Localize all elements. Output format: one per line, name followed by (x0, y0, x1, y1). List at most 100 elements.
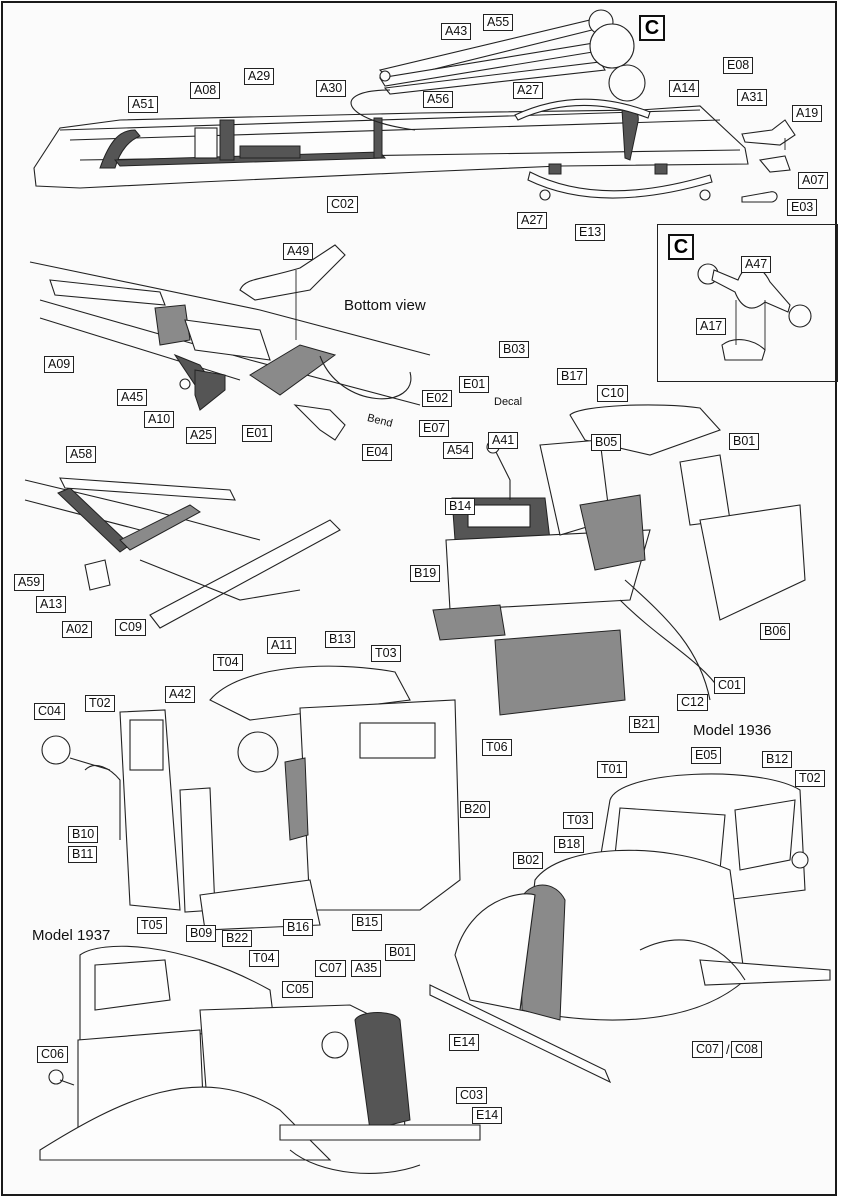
part-label-b15: B15 (352, 914, 383, 931)
part-label-a42: A42 (165, 686, 196, 703)
inset-c-panel (657, 224, 838, 382)
part-label-t03-1936: T03 (563, 812, 593, 829)
part-label-t03-cab: T03 (371, 645, 401, 662)
part-label-a27-lower: A27 (517, 212, 548, 229)
part-label-e08: E08 (723, 57, 754, 74)
part-label-t06: T06 (482, 739, 512, 756)
part-label-a27-upper: A27 (513, 82, 544, 99)
part-label-e04: E04 (362, 444, 393, 461)
part-label-b17: B17 (557, 368, 588, 385)
part-label-t02-cab: T02 (85, 695, 115, 712)
part-label-c05: C05 (282, 981, 313, 998)
part-label-e03: E03 (787, 199, 818, 216)
chassis-frame (33, 105, 749, 189)
leaf-springs (514, 98, 713, 201)
part-label-b16: B16 (283, 919, 314, 936)
part-label-c07-1937: C07 (315, 960, 346, 977)
part-label-b13: B13 (325, 631, 356, 648)
part-label-c03: C03 (456, 1087, 487, 1104)
part-label-a30: A30 (316, 80, 347, 97)
part-label-a45: A45 (117, 389, 148, 406)
part-label-b06: B06 (760, 623, 791, 640)
part-label-b02: B02 (513, 852, 544, 869)
part-label-c09: C09 (115, 619, 146, 636)
part-label-e01-bottom: E01 (242, 425, 273, 442)
part-label-e07: E07 (419, 420, 450, 437)
part-label-e01-right: E01 (459, 376, 490, 393)
part-label-b01-1937: B01 (385, 944, 416, 961)
part-label-e14-1937: E14 (472, 1107, 503, 1124)
part-label-a09: A09 (44, 356, 75, 373)
part-label-a29: A29 (244, 68, 275, 85)
part-label-b01-cab: B01 (729, 433, 760, 450)
inset-rear-axle (697, 263, 812, 361)
callout-c-marker: C (639, 15, 665, 41)
part-label-t05: T05 (137, 917, 167, 934)
part-label-e14-1936: E14 (449, 1034, 480, 1051)
part-label-b05: B05 (591, 434, 622, 451)
part-label-b12: B12 (762, 751, 793, 768)
part-label-e05: E05 (691, 747, 722, 764)
part-label-b09: B09 (186, 925, 217, 942)
inset-c-title: C (668, 234, 694, 260)
part-label-c07-1936: C07 (692, 1041, 723, 1058)
bottom-view-caption: Bottom view (344, 297, 426, 314)
rear-axle-arms (350, 9, 646, 131)
part-label-b11: B11 (68, 846, 98, 863)
part-label-a49: A49 (283, 243, 314, 260)
part-label-a54: A54 (443, 442, 474, 459)
part-label-c08: C08 (731, 1041, 762, 1058)
part-label-a19: A19 (792, 105, 823, 122)
part-label-c04: C04 (34, 703, 65, 720)
part-label-b19: B19 (410, 565, 441, 582)
cab-interior-parts (432, 404, 806, 716)
part-label-a08: A08 (190, 82, 221, 99)
part-label-a31: A31 (737, 89, 768, 106)
bottom-view-frame (29, 244, 431, 441)
part-label-a07: A07 (798, 172, 829, 189)
part-label-a41: A41 (488, 432, 519, 449)
part-label-b22: B22 (222, 930, 253, 947)
part-label-a59: A59 (14, 574, 45, 591)
model-1937-caption: Model 1937 (32, 927, 111, 944)
part-label-t02-1936: T02 (795, 770, 825, 787)
front-suspension (24, 477, 341, 629)
part-label-a58: A58 (66, 446, 97, 463)
model-1936-caption: Model 1936 (693, 722, 772, 739)
rear-crossmember-parts (741, 119, 796, 203)
part-label-b14: B14 (445, 498, 476, 515)
cab-doors-assembly (41, 665, 461, 931)
part-label-b20: B20 (460, 801, 491, 818)
part-label-e02: E02 (422, 390, 453, 407)
part-label-b10: B10 (68, 826, 99, 843)
model-1937-truck (39, 945, 481, 1174)
part-label-a13: A13 (36, 596, 67, 613)
part-label-a02: A02 (62, 621, 93, 638)
model-1936-truck (429, 773, 831, 1084)
part-label-t04-1937: T04 (249, 950, 279, 967)
part-label-a10: A10 (144, 411, 175, 428)
part-label-b18: B18 (554, 836, 585, 853)
part-label-a17: A17 (696, 318, 727, 335)
part-label-c12: C12 (677, 694, 708, 711)
part-label-a55: A55 (483, 14, 514, 31)
part-label-a47: A47 (741, 256, 772, 273)
part-label-a25: A25 (186, 427, 217, 444)
part-label-a43: A43 (441, 23, 472, 40)
decal-note: Decal (494, 396, 523, 408)
part-label-a51: A51 (128, 96, 159, 113)
part-label-c10: C10 (597, 385, 628, 402)
part-label-b03: B03 (499, 341, 530, 358)
part-label-c01: C01 (714, 677, 745, 694)
part-label-e13: E13 (575, 224, 606, 241)
part-label-b21: B21 (629, 716, 660, 733)
part-label-a56: A56 (423, 91, 454, 108)
part-label-a35: A35 (351, 960, 382, 977)
part-label-t04-cab: T04 (213, 654, 243, 671)
part-label-c06: C06 (37, 1046, 68, 1063)
part-label-t01: T01 (597, 761, 627, 778)
part-label-a11: A11 (267, 637, 297, 654)
part-label-a14: A14 (669, 80, 700, 97)
label-separator: / (726, 1042, 730, 1057)
